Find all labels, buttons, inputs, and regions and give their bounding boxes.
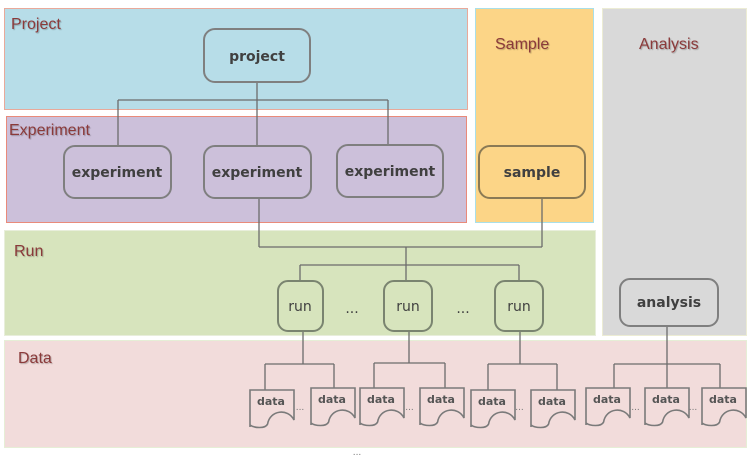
document-shape-icon (359, 387, 405, 427)
run-node[interactable]: run (277, 280, 324, 332)
document-shape-icon (530, 389, 576, 429)
connectors (117, 82, 721, 390)
sample-panel-label: Sample (495, 36, 550, 53)
data-ellipsis: ... (689, 403, 698, 413)
analysis-panel-label: Analysis (639, 36, 699, 53)
experiment-panel-label: Experiment (9, 122, 90, 139)
project-node[interactable]: project (203, 28, 311, 83)
data-documents: data data data data data data data data data....… (249, 387, 747, 429)
data-document-label: data (538, 395, 566, 408)
experiment-node-label: experiment (212, 165, 303, 181)
data-ellipsis: ... (631, 403, 640, 413)
data-document[interactable]: data (419, 387, 465, 427)
data-document[interactable]: data (359, 387, 405, 427)
data-document-label: data (593, 393, 621, 406)
document-shape-icon (249, 389, 295, 429)
data-document[interactable]: data (249, 389, 295, 429)
experiment-node-label: experiment (345, 164, 436, 180)
document-shape-icon (310, 387, 356, 427)
analysis-node-label: analysis (637, 295, 701, 311)
data-document-label: data (318, 393, 346, 406)
run-panel-label: Run (14, 243, 44, 260)
data-document-label: data (652, 393, 680, 406)
bottom-ellipsis: ... (353, 448, 362, 455)
data-document[interactable]: data (470, 389, 516, 429)
sample-node-label: sample (504, 165, 561, 181)
data-document-label: data (478, 395, 506, 408)
project-node-label: project (229, 49, 285, 65)
project-panel-label: Project (11, 16, 61, 33)
document-shape-icon (470, 389, 516, 429)
data-document-label: data (427, 393, 455, 406)
document-shape-icon (419, 387, 465, 427)
data-document-label: data (367, 393, 395, 406)
data-ellipsis: ... (296, 403, 305, 413)
analysis-node[interactable]: analysis (619, 278, 719, 327)
data-document[interactable]: data (310, 387, 356, 427)
document-shape-icon (701, 387, 747, 427)
run-ellipsis: ... (345, 301, 358, 317)
run-node[interactable]: run (383, 280, 433, 332)
sample-node[interactable]: sample (478, 145, 586, 199)
experiment-node[interactable]: experiment (203, 145, 312, 199)
experiment-node-label: experiment (72, 165, 163, 181)
run-node[interactable]: run (494, 280, 544, 332)
data-ellipsis: ... (405, 403, 414, 413)
run-node-label: run (396, 299, 420, 315)
run-ellipsis: ... (456, 301, 469, 317)
run-node-label: run (288, 299, 312, 315)
data-document-label: data (257, 395, 285, 408)
data-document-label: data (709, 393, 737, 406)
experiment-node[interactable]: experiment (63, 145, 172, 199)
data-document[interactable]: data (530, 389, 576, 429)
data-document[interactable]: data (585, 387, 631, 427)
document-shape-icon (644, 387, 690, 427)
data-panel-label: Data (18, 350, 52, 367)
data-ellipsis: ... (515, 403, 524, 413)
data-document[interactable]: data (701, 387, 747, 427)
document-shape-icon (585, 387, 631, 427)
data-document[interactable]: data (644, 387, 690, 427)
experiment-node[interactable]: experiment (336, 144, 444, 198)
run-node-label: run (507, 299, 531, 315)
